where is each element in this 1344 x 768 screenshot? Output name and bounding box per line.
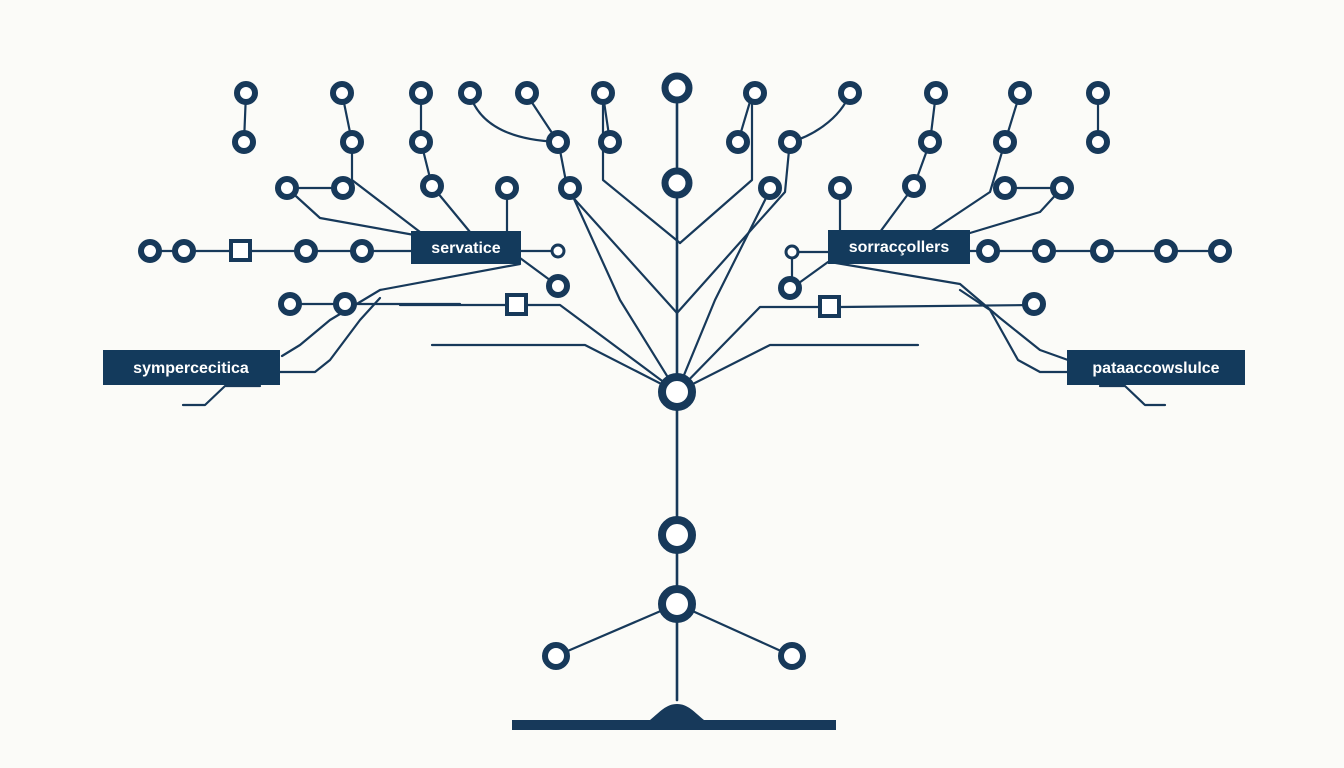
node <box>1086 130 1110 154</box>
node <box>550 243 566 259</box>
lower-branches <box>554 602 794 658</box>
node <box>420 174 444 198</box>
label-right: pataaccowslulce <box>1067 350 1245 385</box>
node <box>278 292 302 316</box>
node <box>234 81 258 105</box>
node <box>558 176 582 200</box>
node <box>1022 292 1046 316</box>
node <box>902 174 926 198</box>
node <box>1008 81 1032 105</box>
base-plate <box>512 704 836 730</box>
node <box>828 176 852 200</box>
node <box>993 130 1017 154</box>
node <box>1050 176 1074 200</box>
node <box>1208 239 1232 263</box>
node <box>409 130 433 154</box>
node <box>350 239 374 263</box>
label-top-right: sorracçollers <box>828 230 970 264</box>
node <box>1086 81 1110 105</box>
node <box>598 130 622 154</box>
node <box>458 81 482 105</box>
node <box>232 130 256 154</box>
label-top-right-text: sorracçollers <box>849 239 950 256</box>
node <box>591 81 615 105</box>
node <box>918 130 942 154</box>
node <box>838 81 862 105</box>
label-top-left: servatice <box>411 231 521 264</box>
node <box>661 167 693 199</box>
node <box>542 642 570 670</box>
node <box>340 130 364 154</box>
node <box>138 239 162 263</box>
node <box>1154 239 1178 263</box>
node <box>658 516 696 554</box>
node <box>333 292 357 316</box>
node <box>409 81 433 105</box>
label-left: sympercecitica <box>103 350 280 385</box>
node <box>784 244 800 260</box>
node <box>743 81 767 105</box>
node <box>546 130 570 154</box>
label-left-text: sympercecitica <box>133 360 249 377</box>
node <box>976 239 1000 263</box>
node <box>778 130 802 154</box>
node <box>924 81 948 105</box>
square-connector <box>818 295 841 318</box>
node <box>661 72 693 104</box>
node <box>546 274 570 298</box>
node <box>1032 239 1056 263</box>
square-connector <box>505 293 528 316</box>
node <box>172 239 196 263</box>
node <box>515 81 539 105</box>
node <box>778 276 802 300</box>
node <box>993 176 1017 200</box>
square-connectors <box>229 239 841 318</box>
node <box>658 585 696 623</box>
node <box>726 130 750 154</box>
node <box>1090 239 1114 263</box>
node <box>275 176 299 200</box>
node <box>495 176 519 200</box>
square-connector <box>229 239 252 262</box>
label-right-text: pataaccowslulce <box>1092 360 1219 377</box>
node <box>294 239 318 263</box>
label-top-left-text: servatice <box>431 240 500 257</box>
node <box>330 81 354 105</box>
node <box>778 642 806 670</box>
node-layer <box>138 72 1232 670</box>
node <box>331 176 355 200</box>
hub-node <box>658 373 696 411</box>
node <box>758 176 782 200</box>
